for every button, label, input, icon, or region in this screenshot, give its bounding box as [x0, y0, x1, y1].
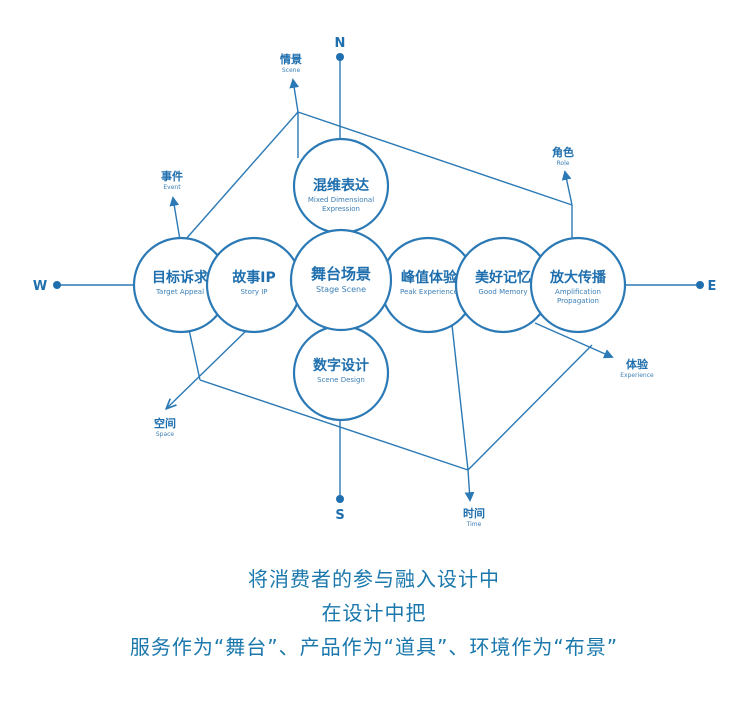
- frame-line: [187, 324, 201, 381]
- target-title: 目标诉求: [152, 269, 209, 286]
- axis-arrows: [167, 78, 614, 502]
- experience-label-en: Experience: [620, 372, 654, 379]
- memory-title: 美好记忆: [475, 269, 531, 286]
- mixed-sub-2: Expression: [322, 205, 360, 213]
- scene-arrow: [289, 78, 300, 113]
- south-label: S: [335, 508, 344, 523]
- amplify-sub-2: Propagation: [557, 297, 599, 305]
- experience-label: 体验: [626, 357, 649, 371]
- time-label-en: Time: [466, 521, 482, 528]
- scene-label: 情景: [280, 52, 302, 66]
- role-label: 角色: [552, 145, 574, 159]
- target-sub: Target Appeal: [155, 288, 204, 296]
- circle-amplify: [529, 236, 627, 334]
- north-dot: [336, 53, 344, 61]
- memory-sub: Good Memory: [478, 288, 527, 296]
- east-label: E: [708, 279, 717, 294]
- story-title: 故事IP: [232, 269, 275, 286]
- stage-sub: Stage Scene: [316, 285, 366, 294]
- experience-arrow: [534, 322, 614, 359]
- south-dot: [336, 495, 344, 503]
- frame-line: [451, 324, 469, 471]
- frame-line: [297, 111, 573, 206]
- west-dot: [53, 281, 61, 289]
- role-arrow: [561, 170, 573, 206]
- space-label: 空间: [154, 416, 176, 430]
- event-label-en: Event: [163, 184, 181, 191]
- peak-sub: Peak Experience: [400, 288, 458, 296]
- space-arrow: [167, 326, 251, 408]
- amplify-title: 放大传播: [549, 269, 607, 286]
- story-sub: Story IP: [240, 288, 267, 296]
- circle-stage: [289, 228, 393, 332]
- role-label-en: Role: [557, 160, 570, 167]
- amplify-sub-1: Amplification: [555, 288, 601, 296]
- frame-line: [177, 111, 299, 249]
- scene-label-en: Scene: [282, 67, 301, 74]
- mixed-sub-1: Mixed Dimensional: [308, 196, 374, 204]
- east-dot: [696, 281, 704, 289]
- circles-group: [132, 137, 627, 422]
- axis-labels: 情景 Scene 事件 Event 角色 Role 体验 Experience …: [154, 52, 654, 528]
- circle-labels: 混维表达 Mixed Dimensional Expression 目标诉求 T…: [152, 177, 607, 384]
- mixed-title: 混维表达: [313, 177, 369, 194]
- peak-title: 峰值体验: [401, 269, 458, 286]
- space-label-en: Space: [156, 431, 175, 438]
- digital-sub: Scene Design: [317, 376, 365, 384]
- north-label: N: [335, 36, 346, 51]
- frame-lines: [177, 111, 593, 471]
- caption-line-1: 将消费者的参与融入设计中: [248, 567, 500, 591]
- time-arrow: [464, 469, 475, 502]
- caption-line-2: 在设计中把: [321, 601, 427, 625]
- caption-line-3: 服务作为“舞台”、产品作为“道具”、环境作为“布景”: [129, 635, 619, 659]
- frame-line: [467, 344, 593, 471]
- digital-title: 数字设计: [313, 357, 369, 374]
- west-label: W: [33, 279, 47, 294]
- frame-line: [199, 379, 469, 471]
- event-label: 事件: [161, 169, 183, 183]
- stage-title: 舞台场景: [311, 265, 371, 283]
- time-label: 时间: [463, 506, 485, 520]
